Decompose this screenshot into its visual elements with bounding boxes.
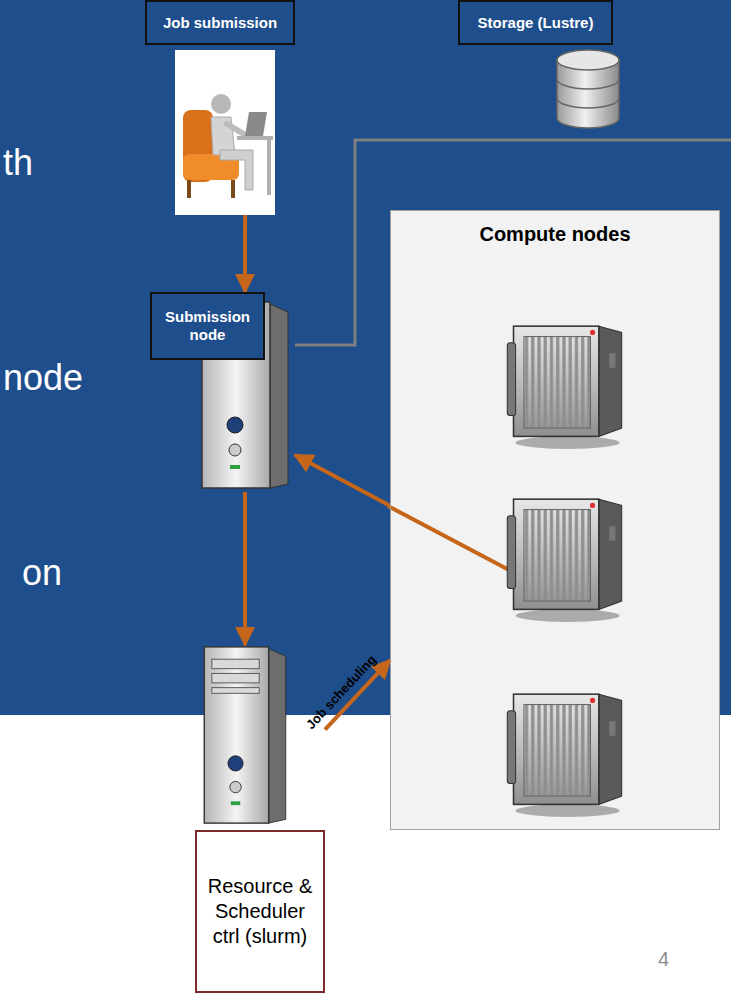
storage-box: Storage (Lustre) bbox=[458, 0, 623, 150]
compute-server bbox=[507, 694, 621, 817]
flow-arrow bbox=[243, 215, 247, 292]
compute-panel: Compute nodes bbox=[390, 210, 720, 830]
compute-server bbox=[507, 499, 621, 622]
submission-node-box: Submission node bbox=[150, 292, 295, 492]
compute-server bbox=[507, 326, 621, 449]
compute-panel-fill bbox=[390, 210, 720, 830]
box-label: Compute nodes bbox=[391, 223, 719, 246]
result-wire bbox=[388, 506, 528, 580]
storage-wire bbox=[458, 139, 731, 142]
edge-label: Job scheduling bbox=[303, 652, 379, 732]
user-icon bbox=[175, 50, 275, 215]
slide-text-fragment: on bbox=[22, 553, 62, 593]
box-label: Job submission bbox=[145, 0, 295, 45]
scheduler-box: Resource & Scheduler ctrl (slurm) bbox=[195, 645, 325, 998]
flow-arrow bbox=[295, 455, 390, 506]
connector-line bbox=[295, 140, 458, 345]
slide-number: 4 bbox=[658, 948, 669, 970]
scheduler-computer bbox=[204, 647, 285, 823]
slide-text-fragment: node bbox=[3, 358, 83, 398]
storage-icon bbox=[557, 50, 619, 128]
job-submission-box: Job submission bbox=[145, 0, 295, 215]
flow-arrow bbox=[243, 492, 247, 645]
box-label: Resource & Scheduler ctrl (slurm) bbox=[195, 830, 325, 993]
slide-text-fragment: th bbox=[3, 143, 33, 183]
box-label: Submission node bbox=[150, 292, 265, 360]
box-label: Storage (Lustre) bbox=[458, 0, 613, 45]
slide-background bbox=[0, 0, 731, 715]
